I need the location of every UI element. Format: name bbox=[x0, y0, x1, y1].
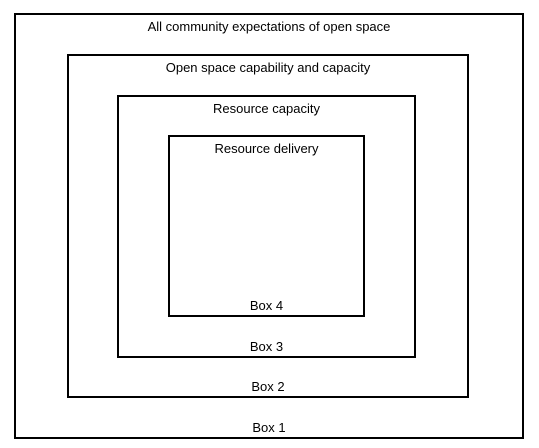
box-4-title: Resource delivery bbox=[214, 141, 319, 156]
box-3: Resource capacity Box 3 bbox=[117, 95, 416, 358]
box-4: Resource delivery Box 4 bbox=[168, 135, 365, 317]
box-2-title: Open space capability and capacity bbox=[165, 60, 371, 75]
box-1: All community expectations of open space… bbox=[14, 13, 524, 439]
box-1-label: Box 1 bbox=[252, 420, 286, 435]
box-3-label: Box 3 bbox=[249, 339, 284, 354]
box-2-label: Box 2 bbox=[251, 379, 285, 394]
box-1-title: All community expectations of open space bbox=[147, 19, 391, 34]
box-4-label: Box 4 bbox=[249, 298, 284, 313]
box-2: Open space capability and capacity Box 2 bbox=[67, 54, 469, 398]
box-3-title: Resource capacity bbox=[213, 101, 320, 116]
